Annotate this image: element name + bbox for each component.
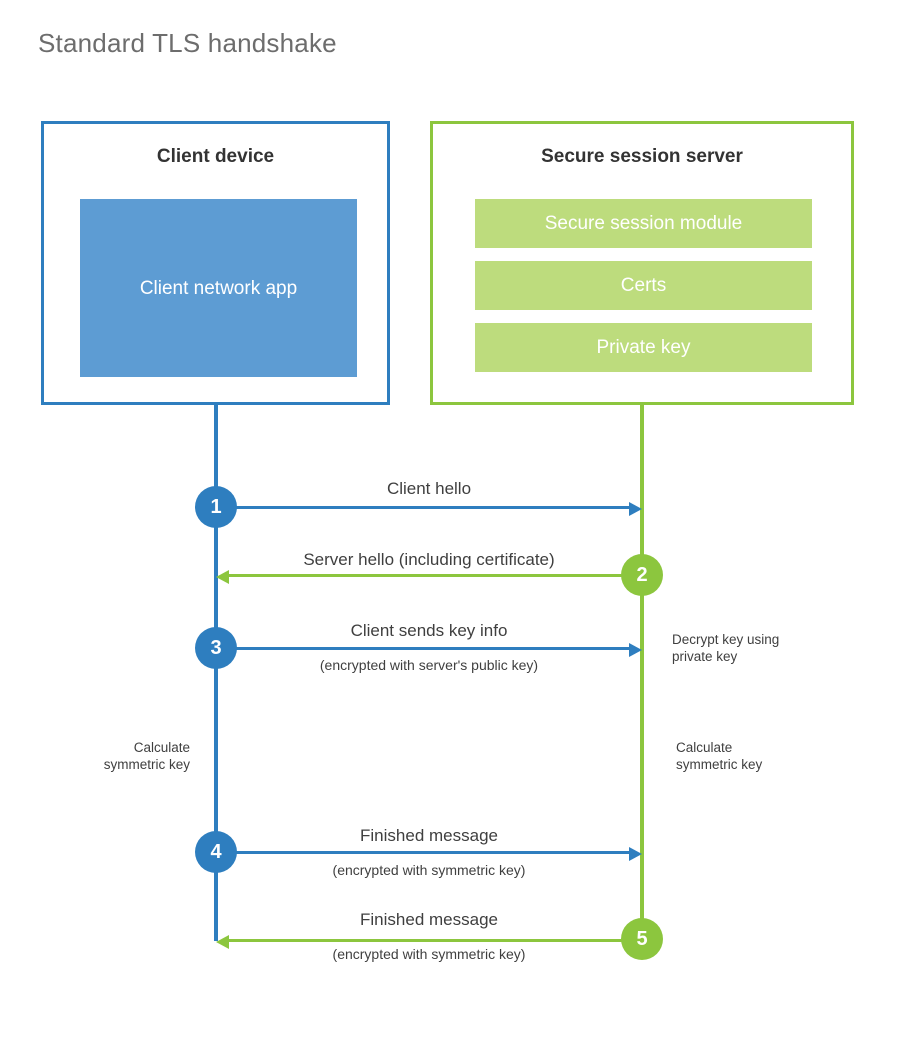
annotation-server-calculate-symmetric-key: Calculate symmetric key: [676, 740, 763, 772]
step-4-sublabel: (encrypted with symmetric key): [332, 862, 526, 878]
step-4-badge: 4: [195, 831, 237, 873]
step-2-badge: 2: [621, 554, 663, 596]
arrow-head-left-icon: [216, 570, 229, 584]
arrow-shaft: [216, 506, 629, 509]
step-5-sublabel: (encrypted with symmetric key): [332, 946, 526, 962]
step-5-badge: 5: [621, 918, 663, 960]
arrow-shaft: [216, 851, 629, 854]
server-component-private-key: Private key: [475, 323, 812, 372]
server-component-secure-session-module: Secure session module: [475, 199, 812, 248]
page-title: Standard TLS handshake: [38, 28, 337, 58]
arrow-head-right-icon: [629, 847, 642, 861]
step-4-label: Finished message: [360, 826, 498, 845]
step-2-label: Server hello (including certificate): [303, 550, 555, 569]
step-3-sublabel: (encrypted with server's public key): [319, 657, 539, 673]
arrow-head-right-icon: [629, 643, 642, 657]
step-3-label: Client sends key info: [350, 621, 508, 640]
arrow-shaft: [229, 939, 642, 942]
step-1-badge: 1: [195, 486, 237, 528]
step-1-label: Client hello: [386, 479, 472, 498]
client-device-title: Client device: [156, 146, 275, 167]
server-lifeline: [640, 405, 644, 941]
arrow-shaft: [216, 647, 629, 650]
annotation-decrypt-key: Decrypt key using private key: [672, 632, 780, 664]
arrow-head-right-icon: [629, 502, 642, 516]
secure-session-server-box: Secure session server Secure session mod…: [430, 121, 854, 405]
server-component-certs: Certs: [475, 261, 812, 310]
server-components-list: Secure session module Certs Private key: [475, 199, 812, 372]
step-5-label: Finished message: [360, 910, 498, 929]
client-device-box: Client device Client network app: [41, 121, 390, 405]
client-lifeline: [214, 405, 218, 941]
client-network-app-block: Client network app: [80, 199, 357, 377]
secure-session-server-title: Secure session server: [541, 146, 743, 167]
arrow-shaft: [229, 574, 642, 577]
step-3-badge: 3: [195, 627, 237, 669]
annotation-client-calculate-symmetric-key: Calculate symmetric key: [103, 740, 190, 772]
arrow-head-left-icon: [216, 935, 229, 949]
